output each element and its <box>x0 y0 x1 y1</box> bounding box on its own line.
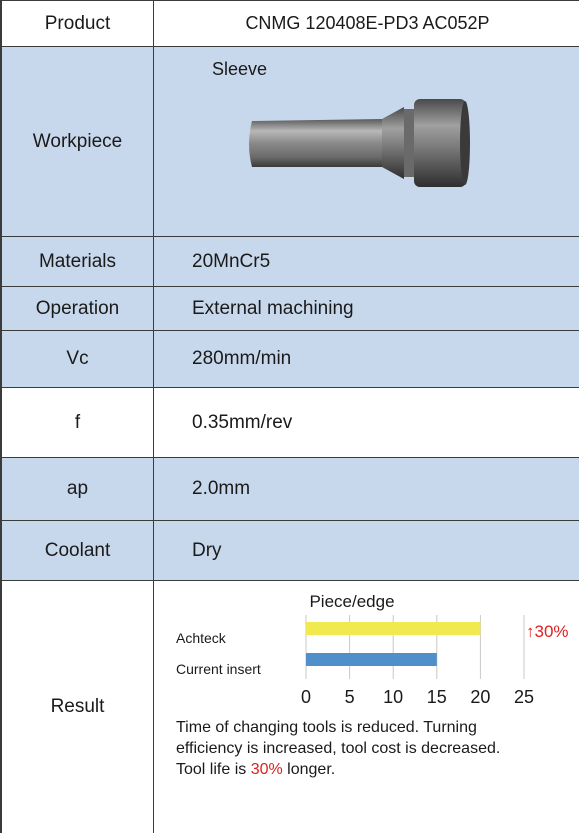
row-product: Product CNMG 120408E-PD3 AC052P <box>2 0 579 47</box>
result-note: Time of changing tools is reduced. Turni… <box>176 717 579 780</box>
row-workpiece: Workpiece Sleeve <box>2 47 579 237</box>
label-product: Product <box>2 1 154 46</box>
sleeve-end-face <box>460 101 470 185</box>
bar-current-insert <box>306 653 437 666</box>
x-tick-label: 10 <box>383 687 403 707</box>
sleeve-taper <box>382 107 404 179</box>
note-line-3-pre: Tool life is <box>176 761 251 778</box>
value-materials: 20MnCr5 <box>192 250 271 272</box>
row-f: f 0.35mm/rev <box>2 388 579 458</box>
value-operation: External machining <box>192 297 354 319</box>
workpiece-title: Sleeve <box>212 59 268 79</box>
label-operation: Operation <box>2 287 154 330</box>
improvement-annotation: ↑30% <box>526 622 569 641</box>
note-highlight: 30% <box>250 761 283 778</box>
value-ap: 2.0mm <box>192 478 251 499</box>
value-vc: 280mm/min <box>192 348 292 369</box>
x-tick-label: 0 <box>301 687 311 707</box>
x-tick-label: 25 <box>514 687 534 707</box>
x-tick-label: 20 <box>470 687 490 707</box>
note-line-3: Tool life is 30% longer. <box>176 759 579 780</box>
row-coolant: Coolant Dry <box>2 521 579 581</box>
note-line-3-post: longer. <box>282 761 336 778</box>
workpiece-cell: Sleeve <box>154 47 579 236</box>
row-ap: ap 2.0mm <box>2 458 579 521</box>
category-label: Current insert <box>176 661 261 677</box>
value-product: CNMG 120408E-PD3 AC052P <box>245 13 490 33</box>
note-line-2: efficiency is increased, tool cost is de… <box>176 740 501 757</box>
x-tick-label: 15 <box>427 687 447 707</box>
sleeve-collar <box>404 109 414 177</box>
sleeve-part-image <box>249 99 470 187</box>
category-label: Achteck <box>176 630 227 646</box>
label-coolant: Coolant <box>2 521 154 580</box>
sleeve-head <box>414 99 466 187</box>
label-result: Result <box>2 581 154 833</box>
label-ap: ap <box>2 458 154 520</box>
row-vc: Vc 280mm/min <box>2 331 579 388</box>
row-materials: Materials 20MnCr5 <box>2 237 579 287</box>
value-coolant: Dry <box>192 539 222 561</box>
bar-achteck <box>306 622 481 635</box>
label-f: f <box>2 388 154 457</box>
x-tick-label: 5 <box>345 687 355 707</box>
label-materials: Materials <box>2 237 154 286</box>
row-operation: Operation External machining <box>2 287 579 331</box>
label-vc: Vc <box>2 331 154 387</box>
note-line-1: Time of changing tools is reduced. Turni… <box>176 719 477 736</box>
value-f: 0.35mm/rev <box>192 411 293 433</box>
label-workpiece: Workpiece <box>2 47 154 236</box>
sleeve-shaft <box>249 119 382 167</box>
chart-title: Piece/edge <box>309 592 394 611</box>
